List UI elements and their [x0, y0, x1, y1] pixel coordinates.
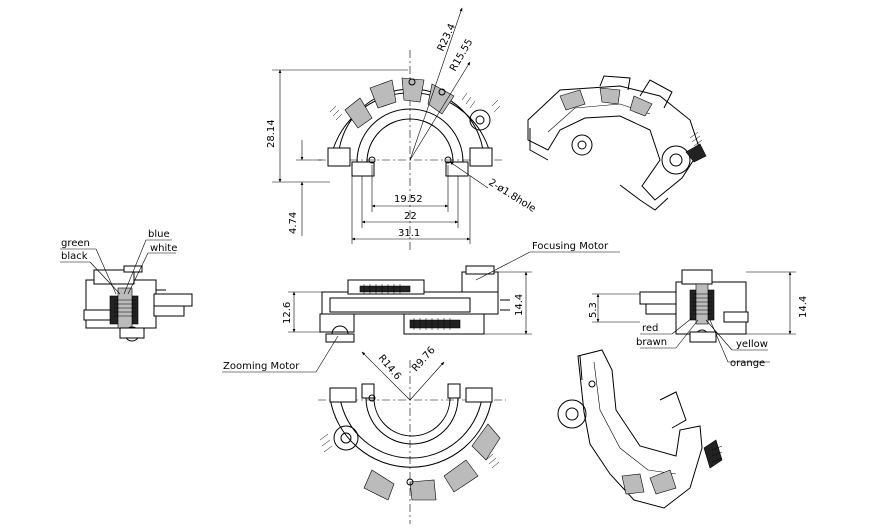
wire-label-orange: orange	[730, 358, 765, 369]
dim-14-4-label: 14.4	[514, 294, 525, 316]
wire-label-white: white	[150, 243, 177, 254]
isometric-view-top	[527, 75, 707, 211]
dim-w1-label: 19.52	[394, 194, 423, 205]
wire-label-brawn: brawn	[636, 337, 667, 348]
wire-label-black: black	[61, 251, 88, 262]
dim-r-outer-label: R23.4	[436, 22, 458, 53]
dim-w2-label: 22	[404, 211, 417, 222]
dim-r14-6-label: R14.6	[376, 353, 403, 382]
bottom-view: R14.6 R9.76	[318, 345, 506, 524]
top-view: 28.14 4.74 R23.4 R15.55 2-ø1.8hole 19.52…	[266, 7, 538, 250]
dim-14-4-right-label: 14.4	[798, 296, 809, 318]
dim-5-3-label: 5.3	[588, 302, 599, 318]
wire-label-red: red	[642, 323, 658, 334]
left-view: green black blue white	[60, 229, 193, 342]
wire-label-green: green	[61, 238, 90, 249]
side-view: Focusing Motor Zooming Motor 12.6 14.4	[222, 241, 620, 373]
dim-r9-76-label: R9.76	[410, 345, 438, 374]
dim-height-label: 28.14	[266, 119, 277, 148]
wire-label-blue: blue	[148, 229, 170, 240]
wire-label-yellow: yellow	[736, 339, 768, 350]
dim-r-inner-label: R15.55	[448, 37, 475, 73]
isometric-view-bottom	[557, 349, 723, 509]
dim-hole-label: 2-ø1.8hole	[486, 177, 537, 215]
dim-12-6-label: 12.6	[282, 302, 293, 324]
right-view: 5.3 14.4 red brawn yellow orange	[588, 269, 809, 369]
zooming-motor-label: Zooming Motor	[223, 361, 300, 372]
focusing-motor-label: Focusing Motor	[532, 241, 609, 252]
dim-w3-label: 31.1	[398, 228, 420, 239]
dim-lower-label: 4.74	[288, 212, 299, 234]
